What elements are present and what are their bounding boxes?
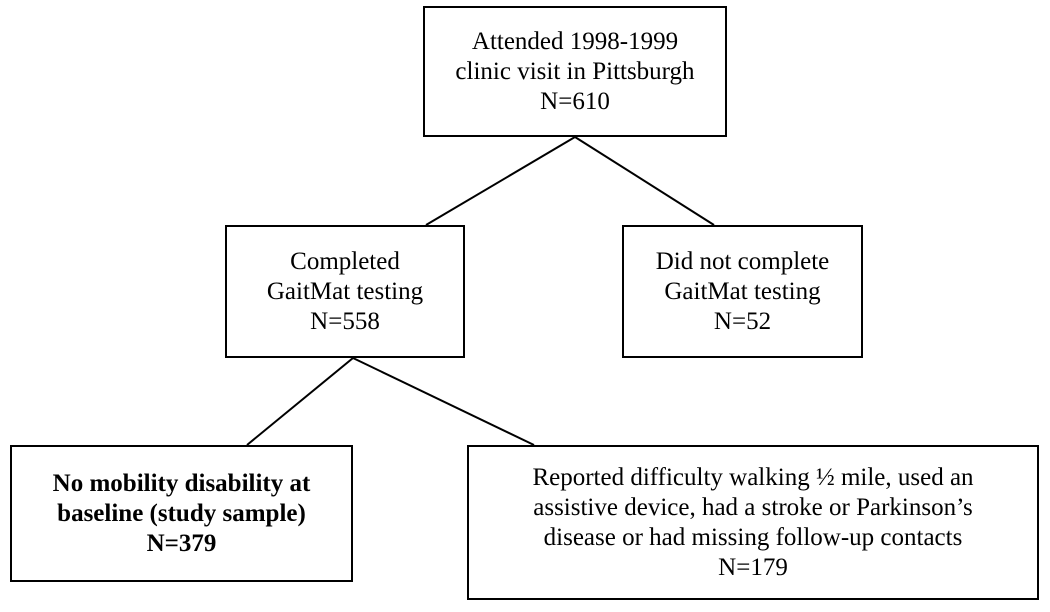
connector-completed-to-no-disability [246,357,354,446]
node-did-not-complete-gaitmat: Did not complete GaitMat testing N=52 [622,225,863,358]
node-attended-line-2: clinic visit in Pittsburgh [455,57,695,85]
node-excluded-count: N=179 [718,553,788,581]
node-excluded-participants: Reported difficulty walking ½ mile, used… [467,445,1039,600]
node-completed-gaitmat: Completed GaitMat testing N=558 [225,225,465,358]
node-not-completed-line-1: Did not complete [655,247,830,275]
node-attended-clinic-visit: Attended 1998-1999 clinic visit in Pitts… [423,6,727,137]
node-no-disability-count: N=379 [146,529,217,557]
node-excluded-line-3: disease or had missing follow-up contact… [543,523,963,551]
connector-completed-to-excluded [352,357,535,446]
node-completed-line-1: Completed [290,247,400,275]
node-attended-count: N=610 [540,87,610,115]
connector-attended-to-not-completed [574,136,715,226]
node-attended-line-1: Attended 1998-1999 [471,27,679,55]
node-completed-count: N=558 [310,307,380,335]
node-excluded-line-2: assistive device, had a stroke or Parkin… [533,493,973,521]
node-no-mobility-disability: No mobility disability at baseline (stud… [10,445,353,582]
connector-attended-to-completed [425,136,576,226]
node-excluded-line-1: Reported difficulty walking ½ mile, used… [532,463,974,491]
node-completed-line-2: GaitMat testing [266,277,424,305]
node-not-completed-line-2: GaitMat testing [664,277,821,305]
node-not-completed-count: N=52 [713,307,772,335]
node-no-disability-line-1: No mobility disability at [52,469,311,497]
node-no-disability-line-2: baseline (study sample) [57,499,306,527]
